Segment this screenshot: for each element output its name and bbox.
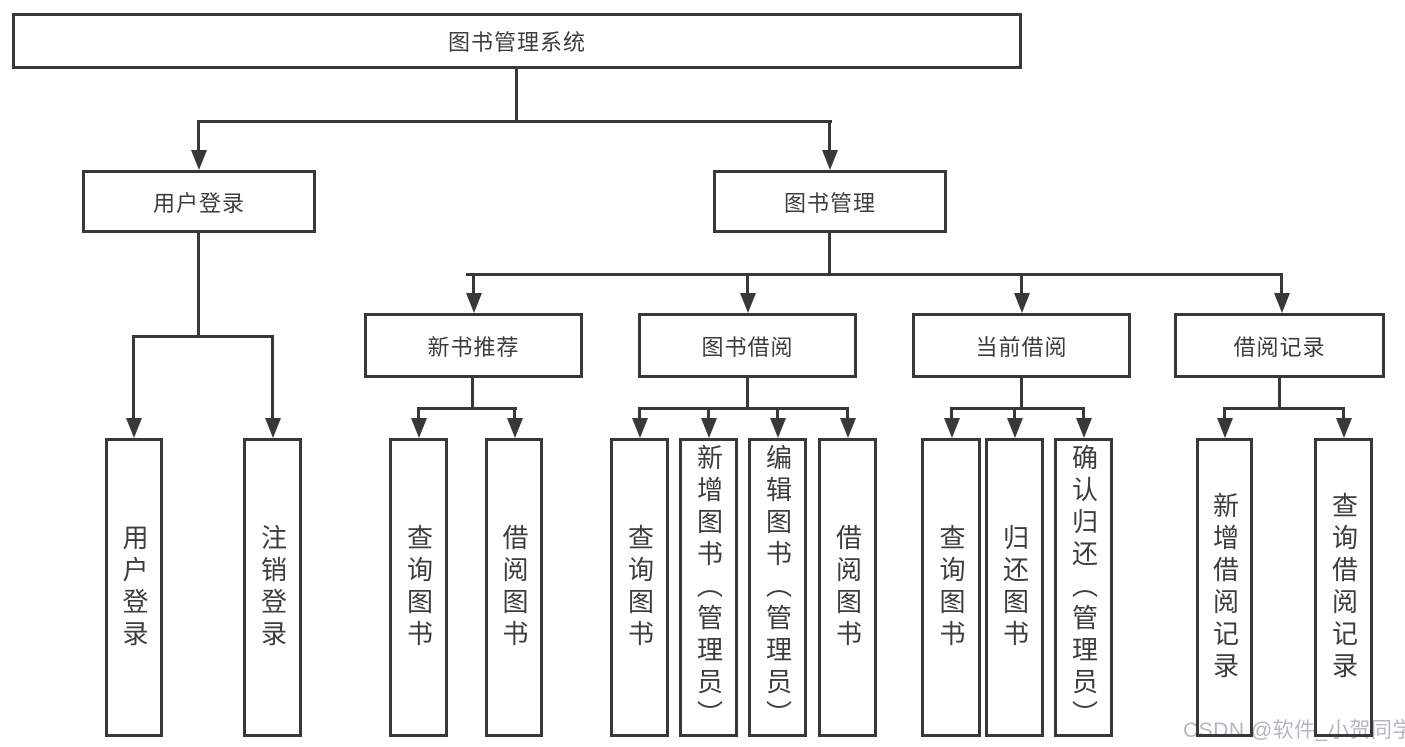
node-label: 用户登录: [119, 523, 149, 652]
connector-to-leaf: [271, 335, 274, 423]
node-label: 图书管理: [783, 190, 876, 216]
node-label: 归还图书: [999, 523, 1030, 652]
arrow-down-icon: [701, 418, 717, 438]
connector-to-leaf: [1223, 407, 1226, 423]
node-label: 查询图书: [624, 523, 655, 652]
node-library-system: 图书管理系统: [12, 13, 1022, 69]
connector-current-stem: [1020, 378, 1023, 410]
leaf-rec-query-record: 查询借阅记录: [1314, 438, 1373, 737]
leaf-user-login: 用户登录: [105, 438, 163, 737]
arrow-down-icon: [822, 150, 838, 170]
connector-records-split: [1223, 407, 1345, 410]
connector-root-split: [197, 120, 832, 123]
connector-to-level3: [746, 273, 749, 295]
node-new-book-recommend: 新书推荐: [364, 313, 583, 378]
connector-to-leaf: [950, 407, 953, 423]
connector-to-leaf: [846, 407, 849, 423]
node-label: 查询图书: [403, 523, 434, 652]
connector-bookmgmt-stem: [828, 233, 831, 276]
connector-to-level3: [472, 273, 475, 295]
connector-to-leaf: [417, 407, 420, 423]
node-label: 借阅记录: [1233, 334, 1326, 360]
connector-to-leaf: [776, 407, 779, 423]
arrow-down-icon: [1217, 418, 1233, 438]
connector-to-leaf: [1342, 407, 1345, 423]
arrow-down-icon: [1336, 418, 1352, 438]
node-label: 新书推荐: [427, 334, 520, 360]
connector-userlogin-stem: [197, 233, 200, 338]
arrow-down-icon: [1076, 418, 1092, 438]
connector-newbook-split: [417, 407, 517, 410]
leaf-bb-borrow-books: 借阅图书: [818, 438, 877, 737]
node-borrow-records: 借阅记录: [1174, 313, 1385, 378]
leaf-nb-borrow-books: 借阅图书: [485, 438, 543, 737]
arrow-down-icon: [632, 418, 648, 438]
node-label: 借阅图书: [499, 523, 529, 652]
leaf-cb-confirm-return-admin: 确认归还（管理员）: [1054, 438, 1113, 737]
connector-borrow-split: [638, 407, 849, 410]
node-label: 确认归还（管理员）: [1068, 443, 1099, 732]
node-label: 图书借阅: [701, 334, 794, 360]
connector-current-split: [950, 407, 1085, 410]
connector-to-user-login: [197, 120, 200, 154]
connector-to-level3: [1020, 273, 1023, 295]
arrow-down-icon: [265, 418, 281, 438]
node-user-login: 用户登录: [82, 170, 316, 233]
node-label: 注销登录: [257, 523, 288, 652]
node-book-management: 图书管理: [713, 170, 947, 233]
connector-records-stem: [1278, 378, 1281, 410]
arrow-down-icon: [740, 293, 756, 313]
arrow-down-icon: [126, 418, 142, 438]
connector-newbook-stem: [471, 378, 474, 410]
node-label: 借阅图书: [832, 523, 863, 652]
leaf-bb-edit-books-admin: 编辑图书（管理员）: [748, 438, 807, 737]
connector-to-leaf: [1013, 407, 1016, 423]
node-label: 新增借阅记录: [1209, 491, 1240, 684]
leaf-cb-return-books: 归还图书: [985, 438, 1044, 737]
leaf-nb-query-books: 查询图书: [389, 438, 448, 737]
node-current-borrowing: 当前借阅: [912, 313, 1131, 378]
node-label: 查询借阅记录: [1328, 491, 1359, 684]
arrow-down-icon: [191, 150, 207, 170]
connector-borrow-stem: [746, 378, 749, 410]
connector-to-book-mgmt: [828, 120, 831, 154]
arrow-down-icon: [770, 418, 786, 438]
node-label: 图书管理系统: [447, 30, 586, 55]
leaf-bb-query-books: 查询图书: [610, 438, 669, 737]
arrow-down-icon: [507, 418, 523, 438]
arrow-down-icon: [466, 293, 482, 313]
node-book-borrowing: 图书借阅: [638, 313, 857, 378]
connector-to-leaf: [513, 407, 516, 423]
node-label: 编辑图书（管理员）: [762, 443, 793, 732]
arrow-down-icon: [411, 418, 427, 438]
arrow-down-icon: [840, 418, 856, 438]
connector-bookmgmt-split: [466, 273, 1283, 276]
node-label: 当前借阅: [975, 334, 1068, 360]
arrow-down-icon: [1014, 293, 1030, 313]
leaf-cb-query-books: 查询图书: [921, 438, 981, 737]
connector-to-level3: [1280, 273, 1283, 295]
node-label: 新增图书（管理员）: [693, 443, 724, 732]
connector-to-leaf: [707, 407, 710, 423]
node-label: 用户登录: [152, 190, 245, 216]
connector-to-leaf: [132, 335, 135, 423]
arrow-down-icon: [944, 418, 960, 438]
leaf-logout: 注销登录: [243, 438, 302, 737]
leaf-rec-add-record: 新增借阅记录: [1196, 438, 1253, 737]
connector-root-stem: [515, 69, 518, 123]
leaf-bb-add-books-admin: 新增图书（管理员）: [679, 438, 738, 737]
arrow-down-icon: [1007, 418, 1023, 438]
connector-to-leaf: [638, 407, 641, 423]
node-label: 查询图书: [936, 523, 966, 652]
arrow-down-icon: [1274, 293, 1290, 313]
connector-to-leaf: [1082, 407, 1085, 423]
connector-userlogin-split: [132, 335, 274, 338]
